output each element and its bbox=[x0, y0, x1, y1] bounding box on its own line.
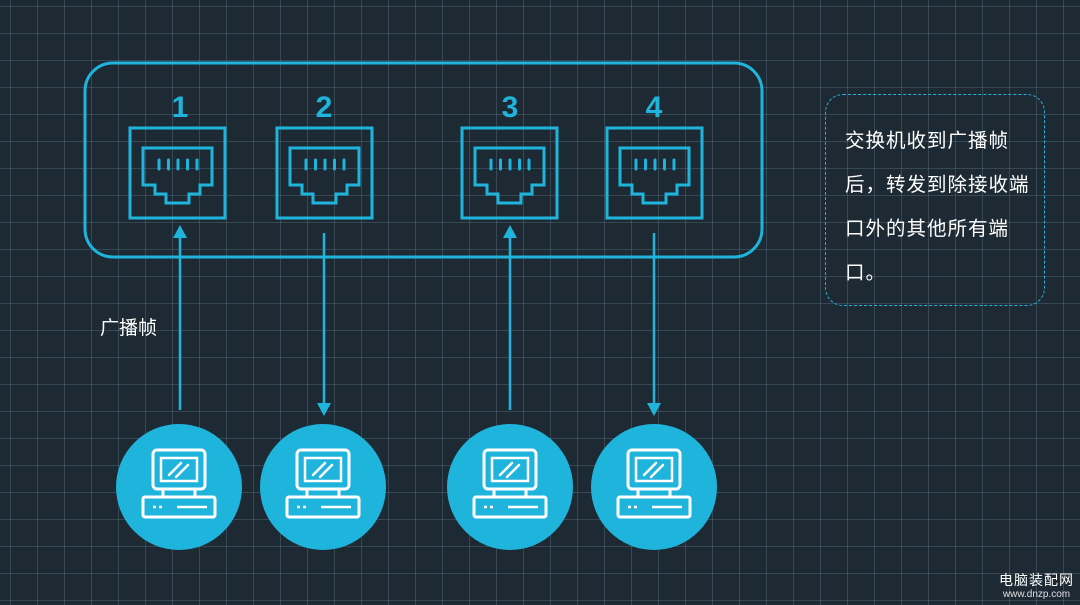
watermark-name: 电脑装配网 bbox=[999, 573, 1074, 589]
switch-body bbox=[83, 61, 764, 259]
port-number-4: 4 bbox=[646, 91, 663, 124]
watermark-url: www.dnzp.com bbox=[1002, 589, 1071, 600]
arrow-down-icon bbox=[647, 233, 661, 416]
port-number-2: 2 bbox=[316, 91, 333, 124]
computer-icon bbox=[114, 422, 244, 552]
port-number-1: 1 bbox=[172, 91, 189, 124]
arrow-up-icon bbox=[503, 225, 517, 410]
note-text: 交换机收到广播帧后，转发到除接收端口外的其他所有端口。 bbox=[845, 129, 1030, 284]
watermark: 电脑装配网 www.dnzp.com bbox=[999, 573, 1074, 601]
explanation-note: 交换机收到广播帧后，转发到除接收端口外的其他所有端口。 bbox=[825, 94, 1045, 306]
ethernet-port-icon bbox=[128, 126, 227, 220]
arrow-up-icon bbox=[173, 225, 187, 410]
broadcast-frame-label: 广播帧 bbox=[100, 317, 157, 339]
ethernet-port-icon bbox=[460, 126, 559, 220]
arrow-down-icon bbox=[317, 233, 331, 416]
ethernet-port-icon bbox=[605, 126, 704, 220]
port-number-3: 3 bbox=[502, 91, 519, 124]
ethernet-port-icon bbox=[275, 126, 374, 220]
computer-icon bbox=[445, 422, 575, 552]
computer-icon bbox=[258, 422, 388, 552]
computer-icon bbox=[589, 422, 719, 552]
